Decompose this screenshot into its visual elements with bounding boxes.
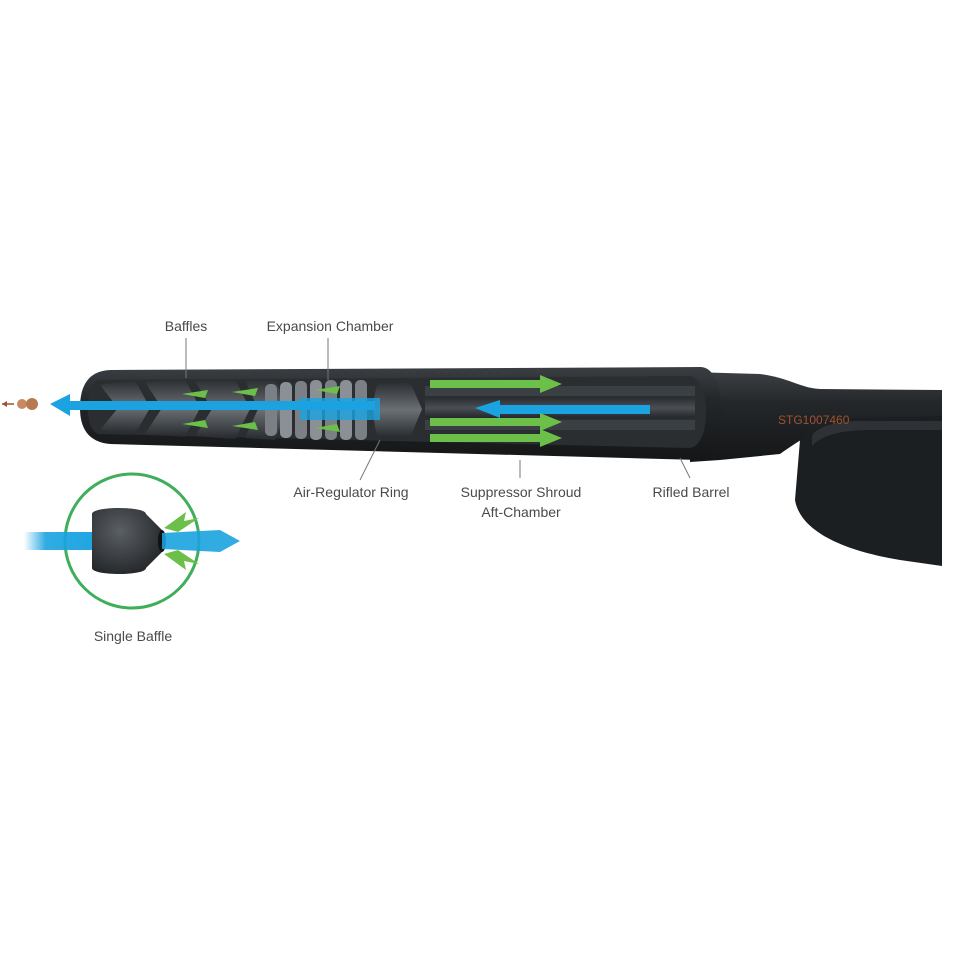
label-suppressor-shroud-line1: Suppressor Shroud [460,484,582,500]
label-suppressor-shroud: Suppressor Shroud Aft-Chamber [461,482,582,522]
serial-number: STG1007460 [778,413,850,427]
label-baffles: Baffles [164,318,208,334]
label-rifled-barrel: Rifled Barrel [652,484,730,500]
single-baffle-inset [24,472,240,610]
single-baffle-shape [92,508,162,574]
label-aft-chamber-line2: Aft-Chamber [481,504,561,520]
label-single-baffle: Single Baffle [93,628,173,644]
rifle-receiver [690,372,942,462]
air-flow-arrows [50,394,650,420]
stock-highlight [811,420,942,446]
label-air-regulator-ring: Air-Regulator Ring [293,484,409,500]
pellet-icon [2,398,38,410]
gas-flow-arrows [182,375,562,447]
label-expansion-chamber: Expansion Chamber [266,318,394,334]
rifle-stock [795,413,942,566]
leader-lines [185,338,691,481]
air-regulator-ring-shape [373,382,422,438]
